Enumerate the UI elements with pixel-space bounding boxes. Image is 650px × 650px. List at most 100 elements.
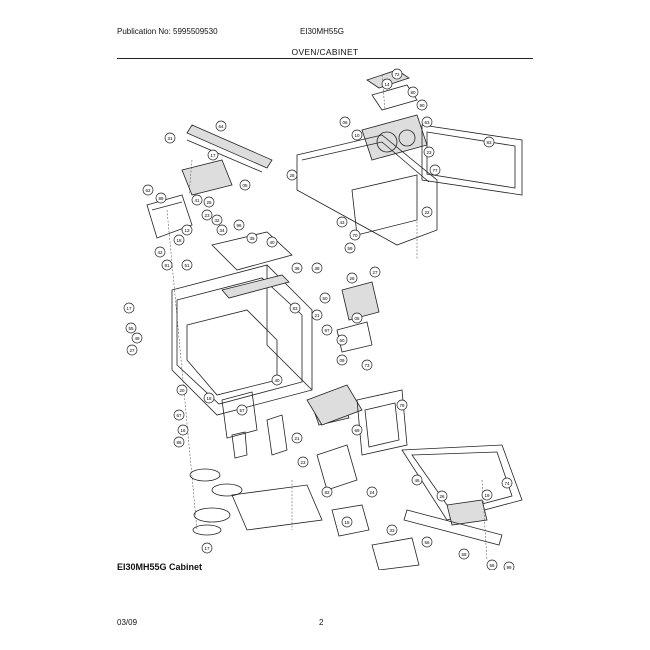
callout: 24: [366, 486, 378, 498]
svg-text:28: 28: [289, 173, 295, 178]
svg-text:46: 46: [414, 478, 420, 483]
svg-text:13: 13: [184, 228, 190, 233]
svg-text:16: 16: [180, 428, 186, 433]
svg-text:74: 74: [504, 481, 510, 486]
callout: 97: [321, 324, 333, 336]
svg-text:90: 90: [419, 103, 425, 108]
svg-text:57: 57: [239, 408, 245, 413]
callout: 86: [173, 436, 185, 448]
svg-text:06: 06: [342, 120, 348, 125]
callout: 23: [297, 456, 309, 468]
svg-text:59: 59: [347, 246, 353, 251]
svg-text:19: 19: [484, 493, 490, 498]
callout: 59: [344, 242, 356, 254]
callout: 83: [483, 136, 495, 148]
svg-text:42: 42: [157, 250, 163, 255]
callout: 09: [336, 354, 348, 366]
diagram-caption: EI30MH55G Cabinet: [117, 562, 203, 572]
callout: 36: [291, 262, 303, 274]
svg-text:26: 26: [349, 276, 355, 281]
svg-text:40: 40: [274, 378, 280, 383]
svg-text:14: 14: [384, 82, 390, 87]
svg-text:99: 99: [506, 565, 512, 570]
svg-text:22: 22: [424, 210, 430, 215]
latch-assembly: [221, 391, 288, 459]
svg-text:63: 63: [424, 120, 430, 125]
callout: 28: [286, 169, 298, 181]
callout: 56: [421, 536, 433, 548]
callout: 69: [351, 424, 363, 436]
callout: 41: [191, 194, 203, 206]
turntable: [189, 468, 243, 536]
callout: 58: [458, 548, 470, 560]
callout: 18: [173, 234, 185, 246]
publication-date: 03/09: [117, 618, 138, 627]
svg-text:51: 51: [184, 263, 190, 268]
control-bracket: [146, 159, 233, 239]
svg-text:05: 05: [242, 183, 248, 188]
callout: 16: [177, 424, 189, 436]
filters: [231, 484, 503, 570]
svg-text:17: 17: [210, 153, 216, 158]
svg-text:21: 21: [314, 313, 320, 318]
callout: 10: [351, 129, 363, 141]
callout: 32: [211, 214, 223, 226]
svg-text:60: 60: [339, 338, 345, 343]
callout: 43: [336, 216, 348, 228]
callout: 19: [481, 489, 493, 501]
callout: 72: [391, 68, 403, 80]
callout: 62: [142, 184, 154, 196]
svg-text:97: 97: [324, 328, 330, 333]
svg-text:35: 35: [249, 236, 255, 241]
svg-text:05: 05: [354, 316, 360, 321]
callout: 89: [155, 192, 167, 204]
callout: 70: [349, 229, 361, 241]
callout: 82: [321, 486, 333, 498]
svg-text:83: 83: [292, 306, 298, 311]
svg-text:43: 43: [339, 220, 345, 225]
callout: 90: [416, 99, 428, 111]
callout: 81: [161, 259, 173, 271]
callout: 23: [201, 209, 213, 221]
svg-text:56: 56: [489, 563, 495, 568]
svg-text:10: 10: [354, 133, 360, 138]
callout: 13: [181, 224, 193, 236]
svg-text:15: 15: [344, 520, 350, 525]
cabinet-wrapper: [296, 134, 438, 246]
callout: 77: [429, 164, 441, 176]
svg-text:31: 31: [167, 136, 173, 141]
svg-text:26: 26: [439, 494, 445, 499]
publication-number: Publication No: 5995509530: [117, 27, 218, 36]
header-rule: [117, 58, 533, 59]
callout: 67: [173, 409, 185, 421]
callout: 17: [207, 149, 219, 161]
svg-text:77: 77: [432, 168, 438, 173]
callout: 35: [246, 232, 258, 244]
callout: 78: [396, 399, 408, 411]
svg-text:58: 58: [461, 552, 467, 557]
callout: 33: [386, 524, 398, 536]
svg-text:23: 23: [426, 150, 432, 155]
svg-text:27: 27: [372, 270, 378, 275]
svg-text:83: 83: [486, 140, 492, 145]
svg-text:56: 56: [424, 540, 430, 545]
callout: 23: [423, 146, 435, 158]
svg-text:09: 09: [339, 358, 345, 363]
svg-text:32: 32: [214, 218, 220, 223]
svg-text:17: 17: [126, 306, 132, 311]
callout: 74: [501, 477, 513, 489]
callout: 46: [411, 474, 423, 486]
svg-text:50: 50: [322, 296, 328, 301]
svg-text:23: 23: [204, 213, 210, 218]
svg-text:67: 67: [176, 413, 182, 418]
model-number: EI30MH55G: [300, 27, 345, 36]
callout: 06: [339, 116, 351, 128]
callout: 56: [486, 559, 498, 570]
callout: 27: [126, 344, 138, 356]
callout: 38: [311, 262, 323, 274]
callout: 50: [319, 292, 331, 304]
svg-text:23: 23: [300, 460, 306, 465]
svg-text:34: 34: [219, 228, 225, 233]
control-panel: [356, 389, 408, 456]
callout: 26: [346, 272, 358, 284]
